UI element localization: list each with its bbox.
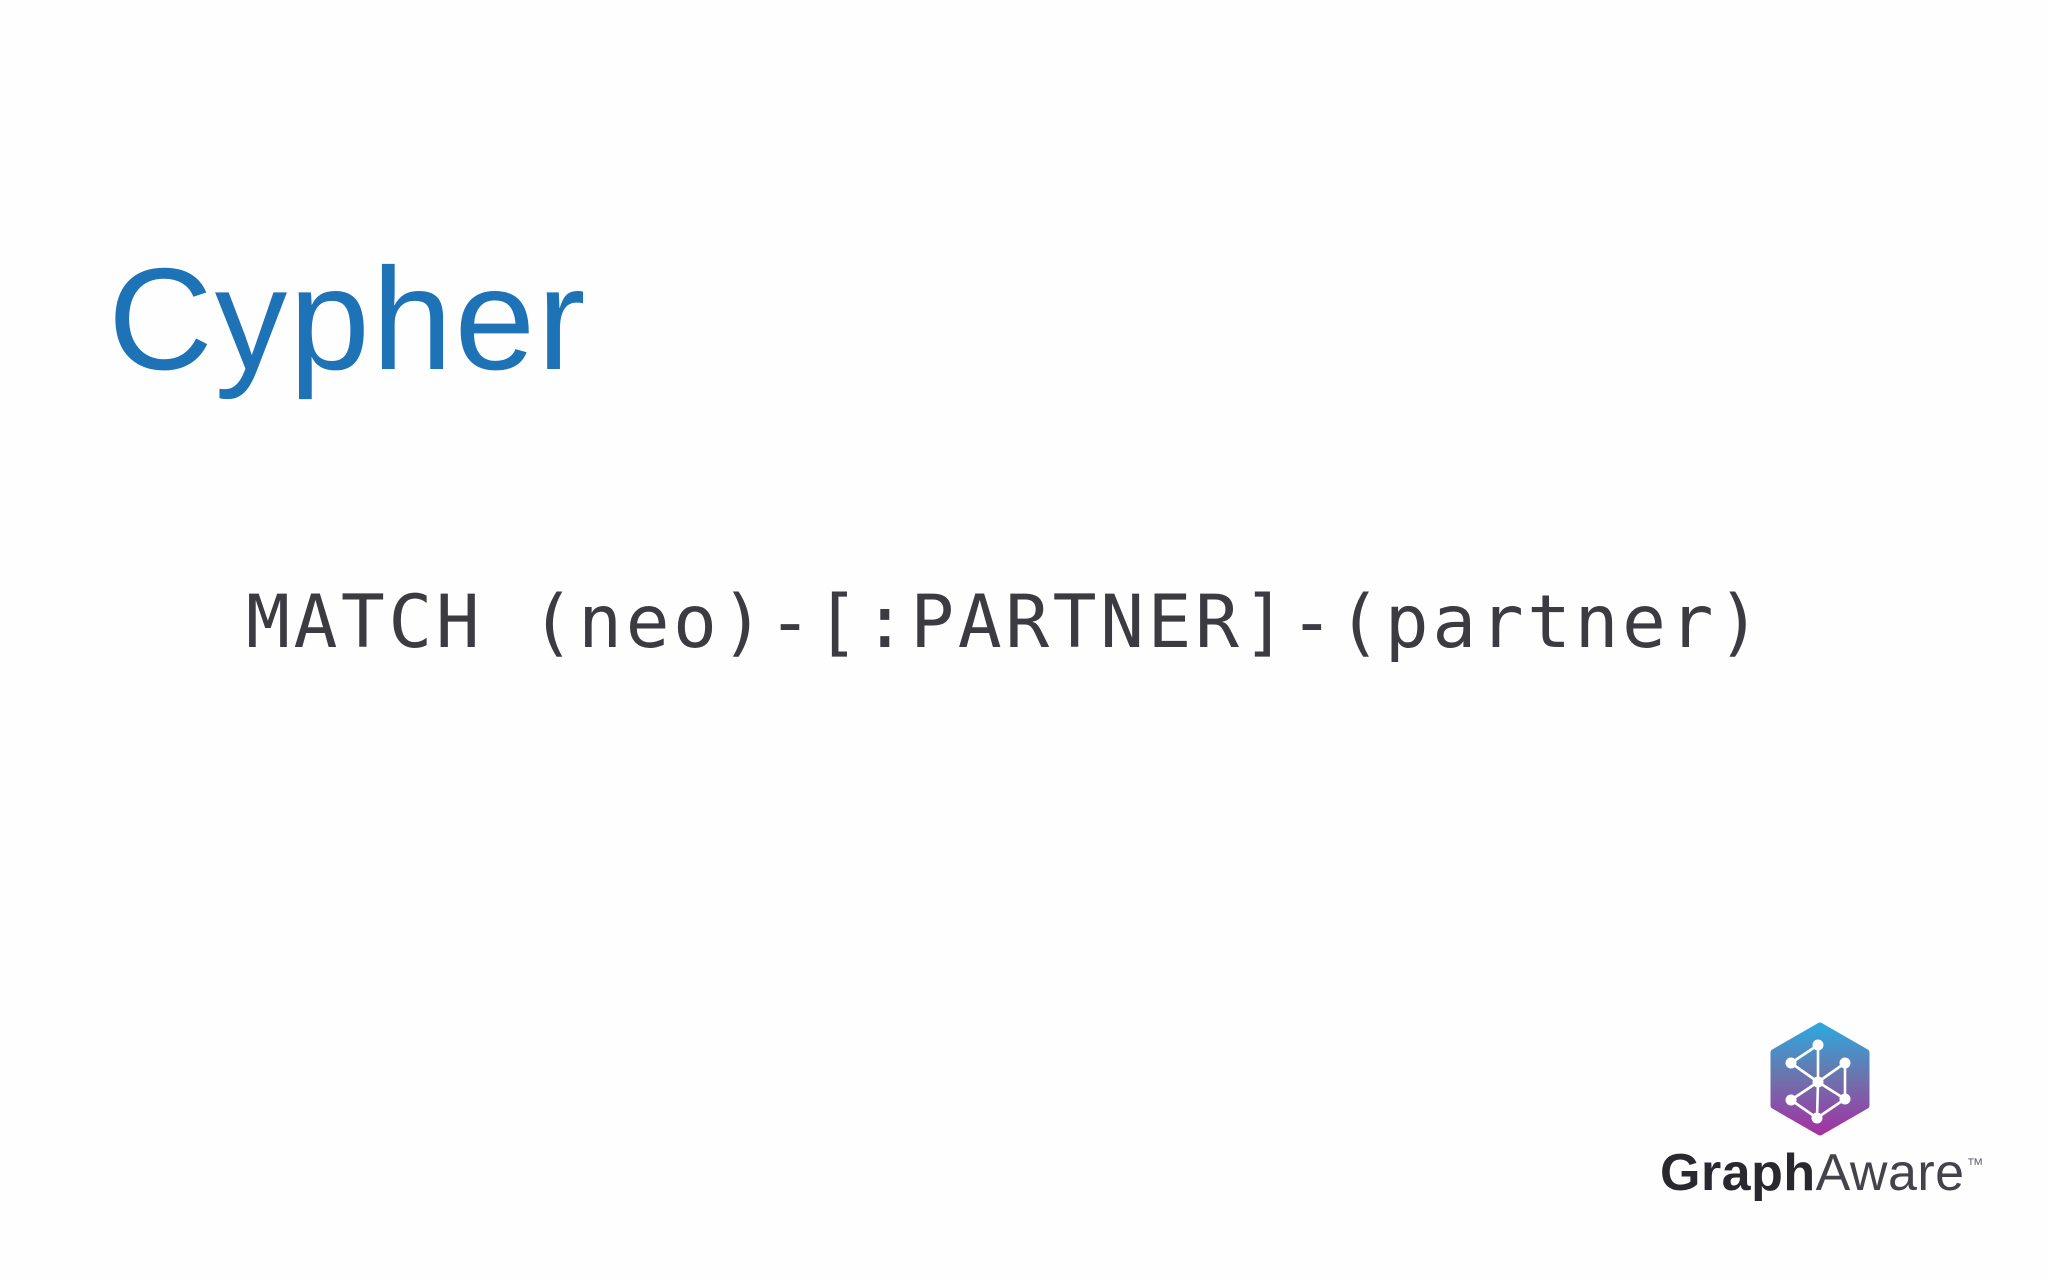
graphaware-hexagon-graph-icon [1770,1022,1870,1136]
slide-title: Cypher [108,238,588,401]
cypher-query-code: MATCH (neo)-[:PARTNER]-(partner) [246,580,1765,665]
trademark-symbol: ™ [1966,1155,1985,1174]
brand-name-graph: Graph [1660,1144,1816,1202]
brand-name-aware: Aware [1815,1144,1965,1202]
